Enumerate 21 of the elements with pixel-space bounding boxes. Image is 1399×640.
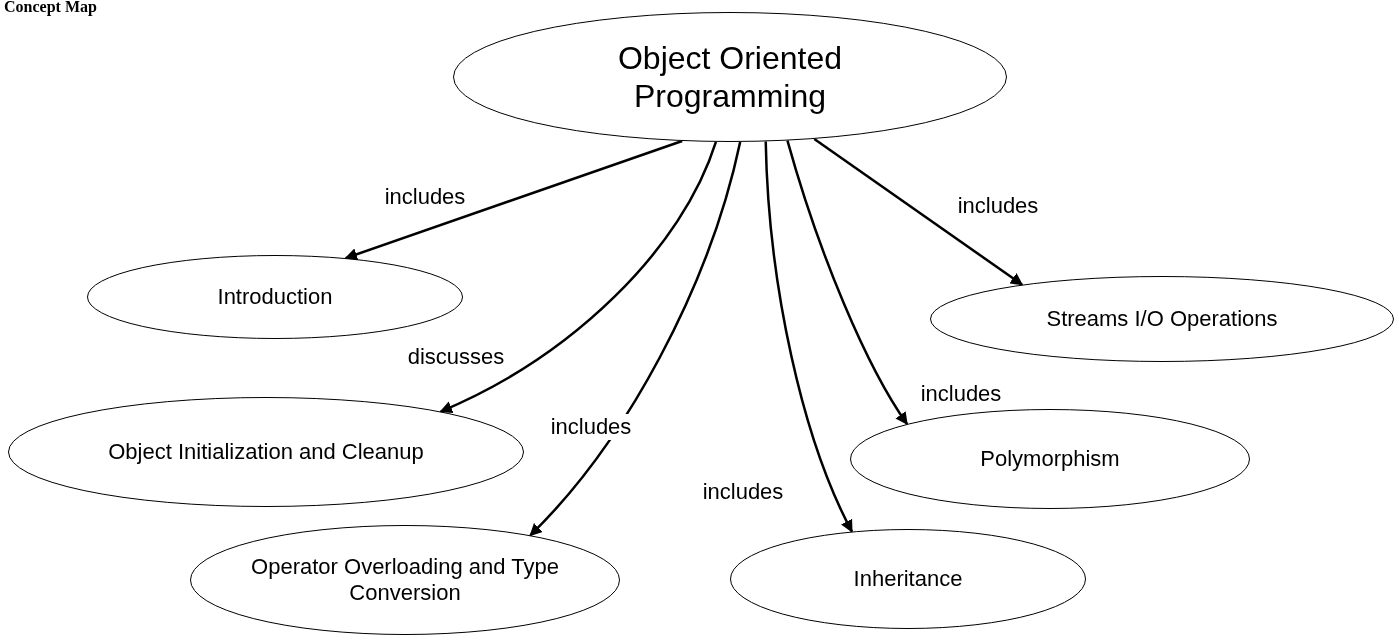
arrow: [344, 139, 683, 261]
concept-label: Operator Overloading and Type Conversion: [250, 553, 560, 607]
arrow: [439, 141, 718, 413]
arrow: [764, 141, 854, 533]
concept-ellipse: [850, 409, 1250, 509]
concept-ellipse: [730, 529, 1086, 629]
concept-ellipse: [87, 255, 463, 339]
concept-ellipse: [930, 276, 1394, 362]
title: Concept Map: [4, 0, 97, 16]
arrow: [786, 140, 909, 426]
concept-label: Inheritance: [853, 565, 963, 593]
concept-label: Object Oriented Programming: [616, 38, 844, 116]
concept-label: Introduction: [217, 283, 333, 311]
concept-ellipse: [453, 12, 1007, 142]
arrow: [813, 137, 1024, 286]
concept-ellipse: [8, 397, 524, 507]
concept-label: Object Initialization and Cleanup: [108, 438, 424, 466]
concept-ellipse: [190, 525, 620, 635]
concept-label: Polymorphism: [980, 445, 1120, 473]
concept-label: Streams I/O Operations: [1046, 305, 1278, 333]
arrow: [529, 141, 742, 537]
